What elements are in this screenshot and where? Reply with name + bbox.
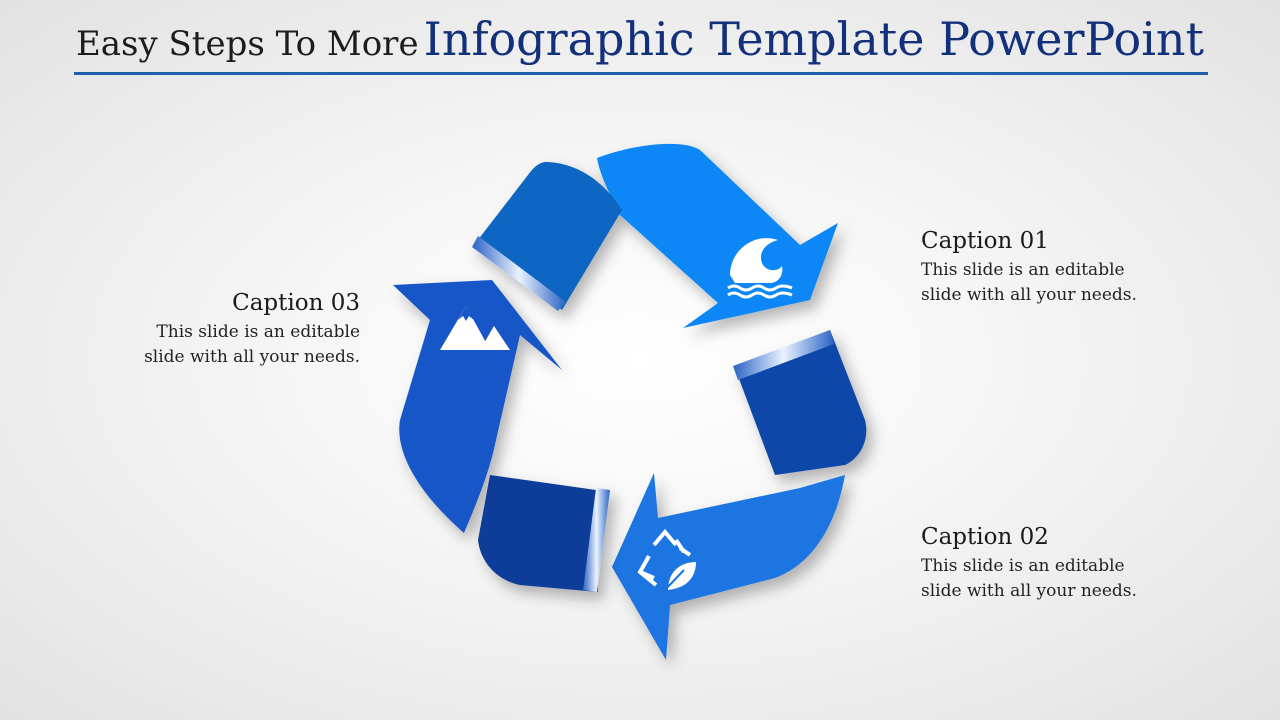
mountain-icon: [440, 306, 510, 350]
caption-01-line2: slide with all your needs.: [921, 285, 1137, 305]
caption-02-line2: slide with all your needs.: [921, 581, 1137, 601]
title-underline: [74, 72, 1208, 75]
title-main: Infographic Template PowerPoint: [423, 12, 1205, 66]
caption-01-text: This slide is an editable slide with all …: [921, 258, 1137, 308]
caption-02-text: This slide is an editable slide with all …: [921, 554, 1137, 604]
wave-icon: [727, 238, 793, 299]
recycle-leaf-icon: [637, 528, 696, 594]
caption-01-heading: Caption 01: [921, 228, 1049, 254]
caption-02-line1: This slide is an editable: [921, 556, 1125, 576]
caption-01-line1: This slide is an editable: [921, 260, 1125, 280]
caption-02: Caption 02 This slide is an editable slid…: [921, 524, 1137, 604]
caption-03-line1: This slide is an editable: [156, 322, 360, 342]
caption-03: Caption 03 This slide is an editable slid…: [144, 290, 360, 370]
caption-03-text: This slide is an editable slide with all …: [144, 320, 360, 370]
cycle-arrow-1: [472, 143, 838, 328]
caption-02-heading: Caption 02: [921, 524, 1049, 550]
title-prefix: Easy Steps To More: [75, 24, 419, 64]
cycle-arrow-2: [612, 330, 867, 660]
caption-01: Caption 01 This slide is an editable slid…: [921, 228, 1137, 308]
caption-03-heading: Caption 03: [232, 290, 360, 316]
caption-03-line2: slide with all your needs.: [144, 347, 360, 367]
cycle-arrow-3: [393, 280, 610, 592]
slide-title: Easy Steps To More Infographic Template …: [0, 12, 1280, 66]
